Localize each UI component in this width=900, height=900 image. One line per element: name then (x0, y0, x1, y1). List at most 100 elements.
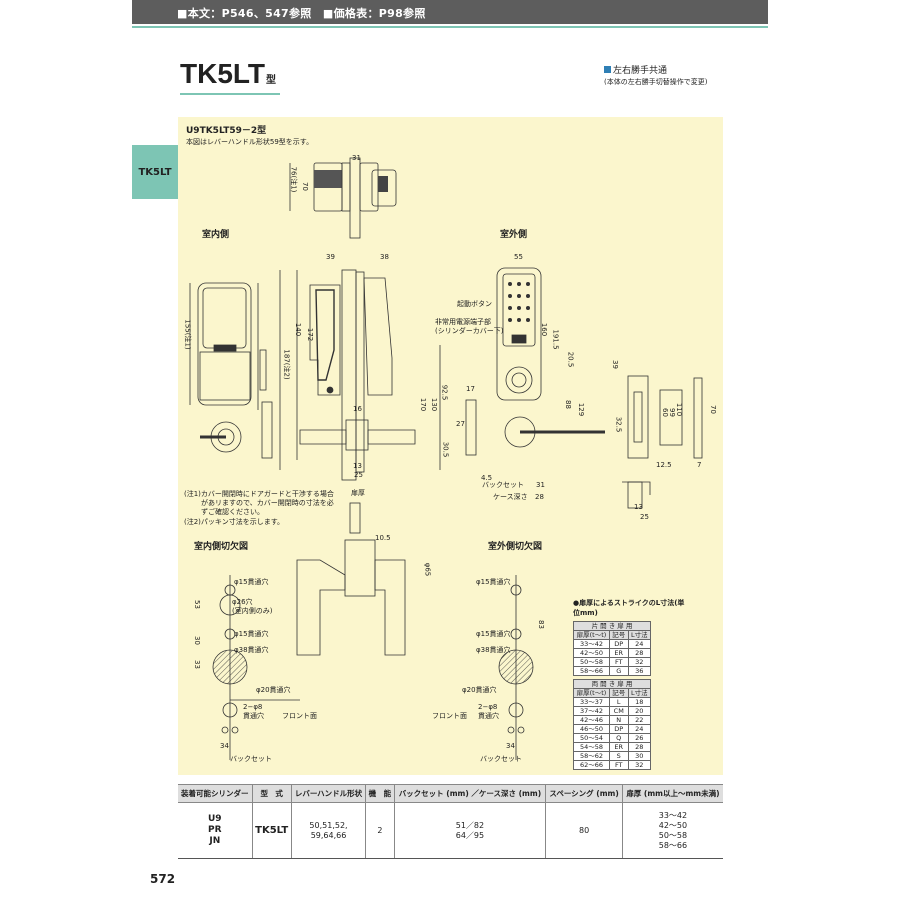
hole15b-indoor: φ15貫通穴 (234, 630, 269, 638)
table-cell: CM (608, 706, 629, 716)
dim-110: 110 (675, 402, 684, 417)
side-index-tab[interactable]: TK5LT (132, 145, 178, 199)
strike-table-title: ●扉厚によるストライクのL寸法(単位mm) (573, 599, 685, 617)
spec-header-backset: バックセット (mm) ／ケース深さ (mm) (393, 784, 546, 803)
drawing-model-line: U9TK5LT59－2型 (186, 126, 267, 136)
spec-lever: 50,51,52, 59,64,66 (290, 802, 366, 859)
front-face-label-outdoor: フロント面 (432, 712, 467, 720)
emergency-line2: (シリンダーカバー下) (435, 327, 504, 335)
dim-27: 27 (456, 420, 465, 428)
note1: (注1)カバー開閉時にドアガードと干渉する場合 があリますので、カバー開閉時の寸… (184, 490, 334, 517)
front-face-label-indoor: フロント面 (282, 712, 317, 720)
dim-34-outdoor: 34 (506, 742, 515, 750)
table-cell: 26 (627, 733, 652, 743)
backset-label-outdoor: バックセット (480, 755, 522, 763)
spec-function: 2 (365, 802, 395, 859)
case-depth-label: ケース深さ (493, 493, 528, 501)
side-index-label: TK5LT (138, 166, 172, 178)
door-thickness-label: 扉厚 (351, 489, 365, 497)
dim-17: 17 (466, 385, 475, 393)
table-cell: L (608, 697, 629, 707)
table-cell: 50～58 (573, 657, 610, 667)
hole15b-outdoor: φ15貫通穴 (476, 630, 511, 638)
hole15-indoor: φ15貫通穴 (234, 578, 269, 586)
strike-dimension-tables: ●扉厚によるストライクのL寸法(単位mm) 片 開 き 扉 用 扉厚(t～t) … (573, 598, 691, 770)
table-cell: 36 (627, 666, 652, 676)
table-cell: 22 (627, 715, 652, 725)
hole8-line2: 貫通穴 (243, 712, 264, 720)
spec-cylinders: U9 PR JN (178, 802, 253, 859)
dim-4-5: 4.5 (481, 474, 493, 482)
table-cell: 28 (627, 648, 652, 658)
note1-line2: があリますので、カバー開閉時の寸法を必 (201, 499, 334, 507)
table-cell: Q (608, 733, 629, 743)
double-door-label: 両 開 き 扉 用 (573, 679, 651, 689)
spec-header-thickness: 扉厚 (mm以上～mm未満) (621, 784, 723, 803)
table-cell: 32 (627, 760, 652, 770)
model-name: TK5LT (180, 58, 266, 89)
dim-130: 130 (430, 397, 439, 412)
hole8-indoor: 2−φ8 貫通穴 (243, 703, 264, 721)
table-cell: ER (608, 648, 629, 658)
indoor-front-view (189, 282, 273, 459)
table-cell: 62～66 (573, 760, 610, 770)
dim-20-5: 20.5 (566, 351, 575, 368)
spec-spacing: 80 (545, 802, 623, 859)
table-cell: 18 (627, 697, 652, 707)
table-header: 記号 (608, 688, 629, 698)
hole8-outdoor: 2−φ8 貫通穴 (478, 703, 499, 721)
dim-30: 30 (192, 636, 201, 645)
dim-172: 172 (306, 327, 315, 342)
table-row: U9 PR JN TK5LT 50,51,52, 59,64,66 2 51／8… (178, 802, 723, 859)
table-cell: 42～50 (573, 648, 610, 658)
dim-129: 129 (577, 402, 586, 417)
backset-label-indoor: バックセット (230, 755, 272, 763)
hole26-indoor: φ26穴 (室内側のみ) (232, 598, 272, 616)
hole38-outdoor: φ38貫通穴 (476, 646, 511, 654)
spec-header-lever: レバーハンドル形状 (290, 784, 366, 803)
table-cell: G (608, 666, 629, 676)
header-refs: ■本文：P546、547参照 ■価格表：P98参照 (177, 7, 426, 20)
hole20-indoor: φ20貫通穴 (256, 686, 291, 694)
table-cell: 50～54 (573, 733, 610, 743)
table-cell: 37～42 (573, 706, 610, 716)
table-header: L寸法 (627, 630, 652, 640)
table-cell: 32 (627, 657, 652, 667)
dim-191-5: 191.5 (551, 329, 560, 350)
spec-header-cylinder: 装着可能シリンダー (178, 784, 253, 803)
hole20-outdoor: φ20貫通穴 (462, 686, 497, 694)
dim-25: 25 (354, 471, 363, 479)
backset-label: バックセット (482, 481, 524, 489)
dim-53: 53 (192, 600, 201, 609)
table-cell: FT (608, 760, 629, 770)
start-button-label: 起動ボタン (457, 300, 492, 308)
table-header: 扉厚(t～t) (573, 688, 610, 698)
dim-25b: 25 (640, 513, 649, 521)
table-header: L寸法 (627, 688, 652, 698)
spec-header-model: 型 式 (251, 784, 292, 803)
emergency-terminal-label: 非常用電源端子部 (シリンダーカバー下) (435, 318, 503, 336)
drawing-note: 本図はレバーハンドル形状59型を示す。 (186, 138, 314, 146)
top-view-body (289, 157, 397, 239)
dim-10-5: 10.5 (375, 534, 391, 542)
indoor-side-label: 室内側 (202, 230, 230, 240)
dim-140: 140 (294, 322, 303, 337)
outdoor-front-view (439, 267, 605, 470)
table-cell: 20 (627, 706, 652, 716)
dim-12-5: 12.5 (656, 461, 672, 469)
dim-70b: 70 (708, 405, 717, 414)
table-cell: DP (608, 639, 629, 649)
side-section-view (279, 269, 416, 481)
handing-note: 左右勝手共通 (本体の左右勝手切替操作で変更) (604, 66, 707, 88)
note2: (注2)パッキン寸法を示します。 (184, 518, 285, 526)
hole26-line2: (室内側のみ) (232, 607, 273, 615)
dim-32-5: 32.5 (614, 416, 623, 433)
